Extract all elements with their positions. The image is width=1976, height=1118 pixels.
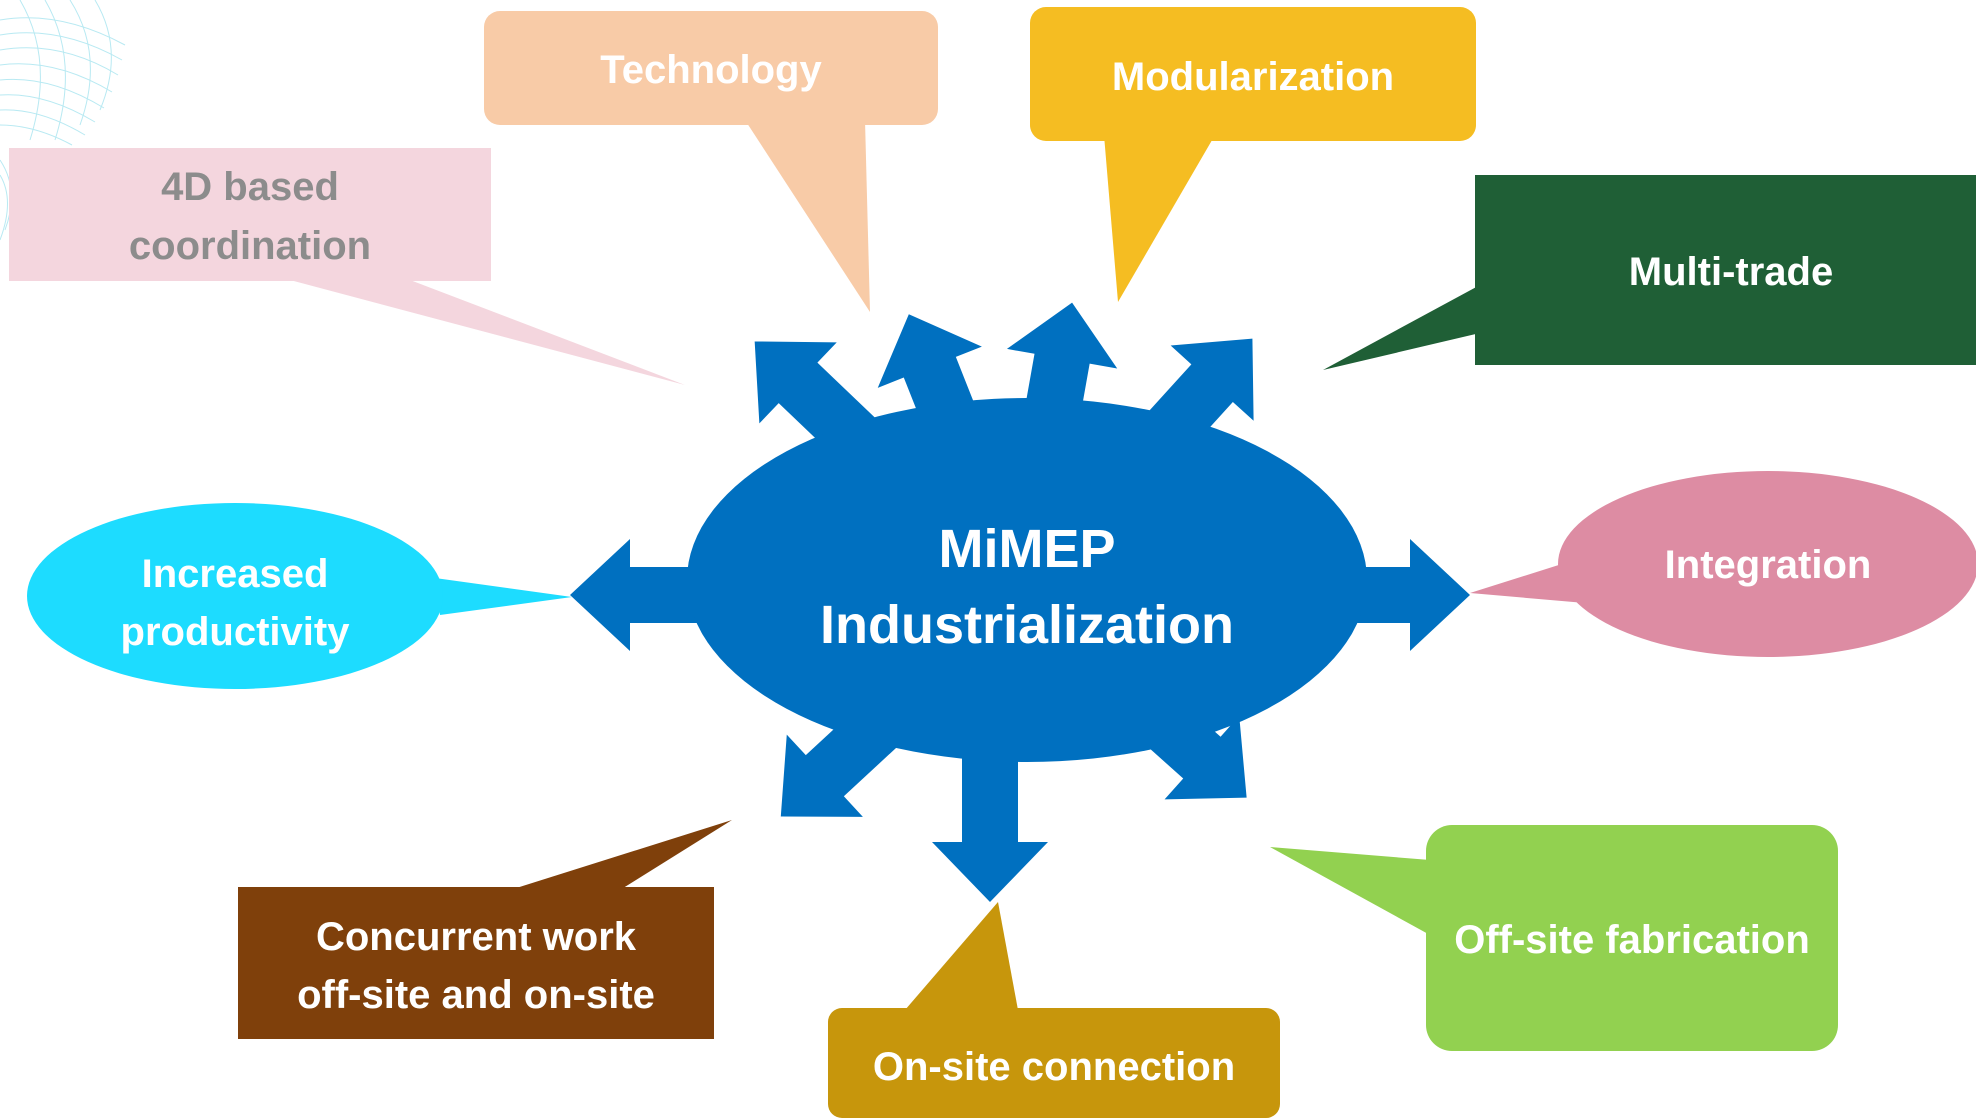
callout-onsite-box bbox=[828, 1008, 1280, 1118]
callout-modularization: Modularization bbox=[1030, 7, 1476, 302]
callout-4d-coordination-line1: 4D based bbox=[161, 165, 339, 209]
callout-integration-ellipse bbox=[1558, 471, 1976, 657]
callout-offsite: Off-site fabrication bbox=[1270, 825, 1838, 1051]
callout-integration-pointer bbox=[1470, 563, 1585, 603]
callout-offsite-box bbox=[1426, 825, 1838, 1051]
callout-onsite-label: On-site connection bbox=[873, 1045, 1235, 1089]
callout-concurrent-line2: off-site and on-site bbox=[297, 973, 655, 1017]
callout-onsite: On-site connection bbox=[828, 902, 1280, 1118]
callout-offsite-label: Off-site fabrication bbox=[1454, 918, 1810, 962]
callout-productivity-line1: Increased bbox=[142, 552, 329, 596]
arrow-down bbox=[932, 700, 1048, 902]
callout-modularization-box bbox=[1030, 7, 1476, 141]
callout-4d-coordination-box bbox=[9, 148, 491, 281]
callout-technology: Technology bbox=[484, 11, 938, 312]
callout-modularization-label: Modularization bbox=[1112, 55, 1394, 99]
callout-onsite-pointer bbox=[905, 902, 1018, 1010]
callout-productivity-ellipse bbox=[27, 503, 443, 689]
callout-4d-coordination-pointer bbox=[290, 280, 685, 385]
callout-concurrent-line1: Concurrent work bbox=[316, 915, 637, 959]
callout-integration-label: Integration bbox=[1665, 543, 1872, 587]
center-ellipse bbox=[687, 398, 1367, 762]
callout-concurrent-box bbox=[238, 887, 714, 1039]
callout-multi-trade-label: Multi-trade bbox=[1629, 250, 1833, 294]
callout-concurrent-pointer bbox=[510, 820, 732, 890]
callout-multi-trade: Multi-trade bbox=[1323, 175, 1976, 370]
center-node: MiMEP Industrialization bbox=[687, 398, 1367, 762]
callout-multi-trade-pointer bbox=[1323, 285, 1480, 370]
callout-productivity-line2: productivity bbox=[121, 610, 351, 654]
callout-technology-label: Technology bbox=[600, 48, 822, 92]
center-title-line1: MiMEP bbox=[938, 519, 1115, 579]
center-title-line2: Industrialization bbox=[820, 595, 1234, 655]
callout-multi-trade-box bbox=[1475, 175, 1976, 365]
callout-4d-coordination-line2: coordination bbox=[129, 224, 371, 268]
callout-concurrent: Concurrent work off-site and on-site bbox=[238, 820, 732, 1039]
callout-productivity-pointer bbox=[435, 578, 572, 615]
callout-modularization-pointer bbox=[1104, 135, 1215, 302]
callout-productivity: Increased productivity bbox=[27, 503, 572, 689]
callout-4d-coordination: 4D based coordination bbox=[9, 148, 685, 385]
callout-offsite-pointer bbox=[1270, 847, 1430, 935]
callout-integration: Integration bbox=[1470, 471, 1976, 657]
callout-technology-pointer bbox=[745, 120, 870, 312]
callout-technology-box bbox=[484, 11, 938, 125]
